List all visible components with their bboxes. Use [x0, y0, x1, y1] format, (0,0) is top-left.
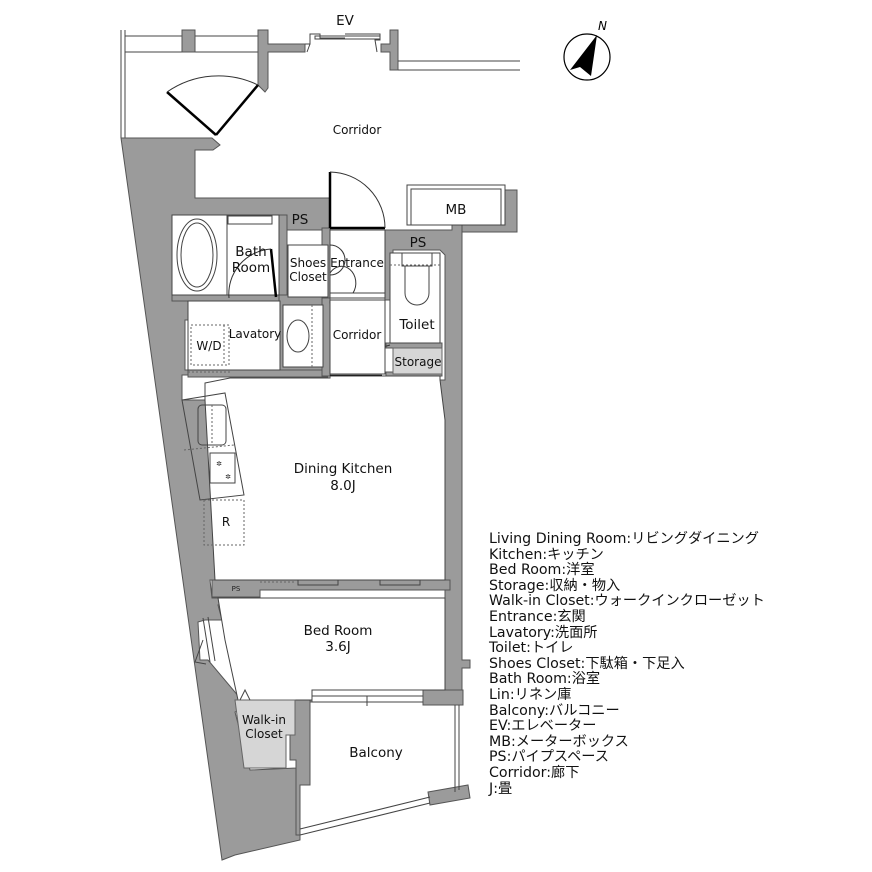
legend-item: Bed Room:洋室	[489, 562, 595, 579]
balcony: Balcony	[299, 705, 460, 836]
elevator-door	[305, 33, 381, 53]
ps-label-small: PS	[232, 585, 241, 593]
walk-in-closet: Walk-in Closet	[234, 688, 296, 769]
lavatory: W/D Lavatory	[187, 300, 324, 373]
legend-item: Corridor:廊下	[489, 764, 580, 781]
dining-kitchen: ✲ ✲ R Dining Kitchen 8.0J PS	[181, 375, 446, 593]
common-swing-door	[166, 75, 259, 136]
legend-item: J:畳	[489, 780, 513, 797]
legend-item: Kitchen:キッチン	[489, 546, 604, 563]
north-label: N	[598, 19, 607, 33]
legend-item: Balcony:バルコニー	[489, 702, 620, 719]
legend-item: Shoes Closet:下駄箱・下足入	[489, 655, 685, 672]
bath-room-label-2: Room	[232, 260, 270, 276]
walk-in-closet-label-2: Closet	[245, 727, 283, 741]
ev-label: EV	[336, 13, 355, 29]
legend-item: Bath Room:浴室	[489, 671, 601, 688]
dining-kitchen-label: Dining Kitchen	[294, 461, 393, 477]
balcony-label: Balcony	[349, 745, 403, 761]
washer-dryer-label: W/D	[196, 339, 221, 353]
corridor-outer-label: Corridor	[333, 123, 382, 137]
north-compass-icon: N	[563, 19, 611, 81]
legend-item: Entrance:玄関	[489, 608, 586, 625]
shoes-closet-label: Shoes	[290, 256, 326, 270]
storage-label: Storage	[395, 355, 442, 369]
bed-room-label: Bed Room	[304, 623, 373, 639]
mb-label: MB	[446, 202, 467, 218]
bed-room: Bed Room 3.6J	[194, 597, 446, 706]
bed-room-size: 3.6J	[325, 639, 350, 655]
legend-item: PS:パイプスペース	[489, 749, 609, 766]
legend-item: Storage:収納・物入	[489, 577, 621, 594]
legend-item: Toilet:トイレ	[489, 640, 574, 657]
lavatory-label: Lavatory	[229, 327, 282, 341]
shoes-closet-label-2: Closet	[289, 270, 327, 284]
legend-item: Lavatory:洗面所	[489, 624, 598, 641]
bath-room-label: Bath	[235, 244, 266, 260]
legend-item: Lin:リネン庫	[489, 686, 572, 703]
legend-item: EV:エレベーター	[489, 718, 597, 735]
ps-label-toilet: PS	[410, 235, 427, 251]
storage: Storage	[392, 347, 443, 404]
legend-item: Living Dining Room:リビングダイニング	[489, 531, 759, 547]
walk-in-closet-label: Walk-in	[242, 713, 286, 727]
ps-label-top: PS	[292, 212, 309, 228]
legend-item: Walk-in Closet:ウォークインクローゼット	[489, 593, 765, 610]
entrance-area: Shoes Closet Entrance	[287, 171, 386, 299]
legend: Living Dining Room:リビングダイニング Kitchen:キッチ…	[489, 531, 765, 797]
common-corridor-area	[120, 29, 520, 138]
corridor-inner-label: Corridor	[333, 328, 382, 342]
svg-text:✲: ✲	[216, 460, 222, 468]
toilet-label: Toilet	[398, 317, 434, 333]
toilet-room: PS Toilet	[329, 235, 441, 349]
legend-item: MB:メーターボックス	[489, 733, 629, 750]
refrigerator-label: R	[222, 515, 230, 529]
dining-kitchen-size: 8.0J	[330, 478, 355, 494]
svg-text:✲: ✲	[225, 473, 231, 481]
bath-room: Bath Room	[171, 214, 280, 299]
entrance-label: Entrance	[330, 256, 384, 270]
